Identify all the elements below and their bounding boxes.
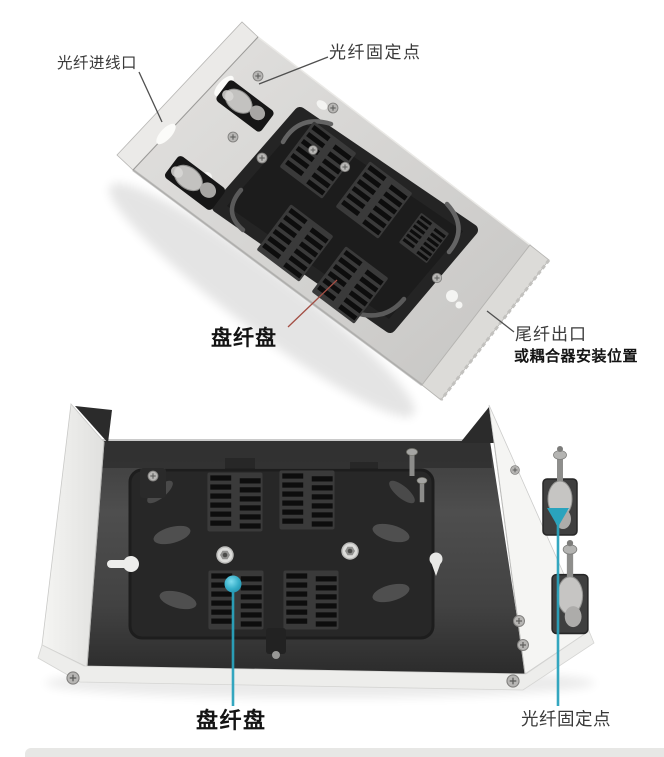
floor-keyholes [107, 552, 443, 576]
callout-dot [224, 575, 242, 593]
box-shadow [109, 183, 415, 417]
leader-pigtail-outlet [486, 310, 515, 333]
left-clamp-block [140, 468, 166, 498]
annotation-lines [138, 56, 569, 706]
label-coupler-install-position: 或耦合器安装位置 [514, 349, 639, 365]
top-photo [109, 21, 551, 417]
leader-fix-point-top [258, 56, 329, 85]
front-rim [37, 630, 595, 691]
label-fiber-tray-bottom: 盘纤盘 [196, 708, 267, 733]
fiber-tray-bottom [128, 458, 435, 659]
callout-arrow [547, 508, 569, 527]
label-fiber-tray-top: 盘纤盘 [211, 326, 277, 350]
leader-fiber-entry [138, 71, 163, 123]
foot-screw [506, 674, 520, 688]
flange-slot-hole [156, 123, 176, 145]
label-fiber-entry-port: 光纤进线口 [57, 55, 138, 72]
flange-slot-hole [214, 75, 234, 97]
label-pigtail-outlet: 尾纤出口 [515, 325, 587, 344]
label-fiber-fix-point-top: 光纤固定点 [329, 43, 422, 62]
leader-tray-top [287, 279, 338, 328]
foot-screw [66, 671, 80, 685]
next-image-edge [25, 748, 664, 757]
label-fiber-fix-point-bottom: 光纤固定点 [521, 709, 611, 729]
fiber-tray-top [212, 107, 478, 333]
bottom-photo [37, 403, 595, 698]
